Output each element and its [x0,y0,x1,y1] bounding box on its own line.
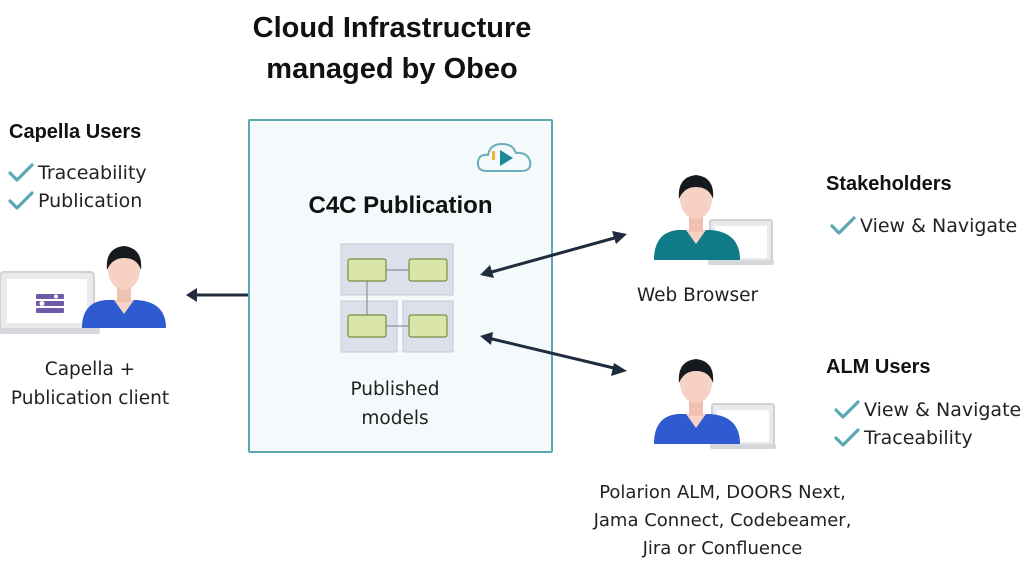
stakeholders-checklist: View & Navigate [830,212,1017,240]
cloud-play-icon [476,142,532,172]
title-line-1: Cloud Infrastructure [252,12,532,44]
checkmark-icon [8,163,34,182]
capella-users-heading: Capella Users [9,121,142,143]
stakeholders-heading: Stakeholders [826,173,952,195]
caption-line: Publication client [10,388,170,409]
capella-user-with-laptop-icon [0,246,166,334]
checklist-item-label: Publication [38,190,143,212]
alm-users-checklist: View & Navigate Traceability [834,396,1021,452]
checklist-item: Traceability [8,159,147,187]
alm-user-with-monitor-icon [654,359,776,449]
cloud-to-alm-users-arrow [480,332,627,376]
checklist-item: Traceability [834,424,1021,452]
checklist-item-label: Traceability [864,427,973,449]
capella-users-checklist: Traceability Publication [8,159,147,215]
checkmark-icon [830,216,856,235]
stakeholder-with-monitor-icon [654,175,774,265]
alm-users-heading: ALM Users [826,356,931,378]
c4c-publication-heading: C4C Publication [308,192,493,219]
published-model-diagram-icon [340,243,454,353]
caption-line: Jira or Confluence [642,538,803,559]
alm-tools-caption: Polarion ALM, DOORS Next, Jama Connect, … [570,479,875,563]
diagram-title: Cloud Infrastructure managed by Obeo [212,8,572,90]
checklist-item: View & Navigate [830,212,1017,240]
checklist-item-label: Traceability [38,162,147,184]
cloud-to-stakeholders-arrow [480,231,627,278]
title-line-2: managed by Obeo [266,53,518,85]
checkmark-icon [8,191,34,210]
caption-line: Jama Connect, Codebeamer, [593,510,852,531]
checklist-item-label: View & Navigate [860,215,1018,237]
checklist-item: Publication [8,187,147,215]
web-browser-caption: Web Browser [636,285,759,306]
checkmark-icon [834,400,860,419]
caption-line: Capella + [44,359,136,380]
caption-line: Published [350,379,440,400]
cloud-to-users-arrows [480,231,627,376]
checklist-item-label: View & Navigate [864,399,1022,421]
published-models-caption: Published models [320,375,470,433]
checklist-item: View & Navigate [834,396,1021,424]
capella-client-caption: Capella + Publication client [0,355,180,413]
caption-line: models [361,408,429,429]
caption-line: Polarion ALM, DOORS Next, [599,482,846,503]
checkmark-icon [834,428,860,447]
